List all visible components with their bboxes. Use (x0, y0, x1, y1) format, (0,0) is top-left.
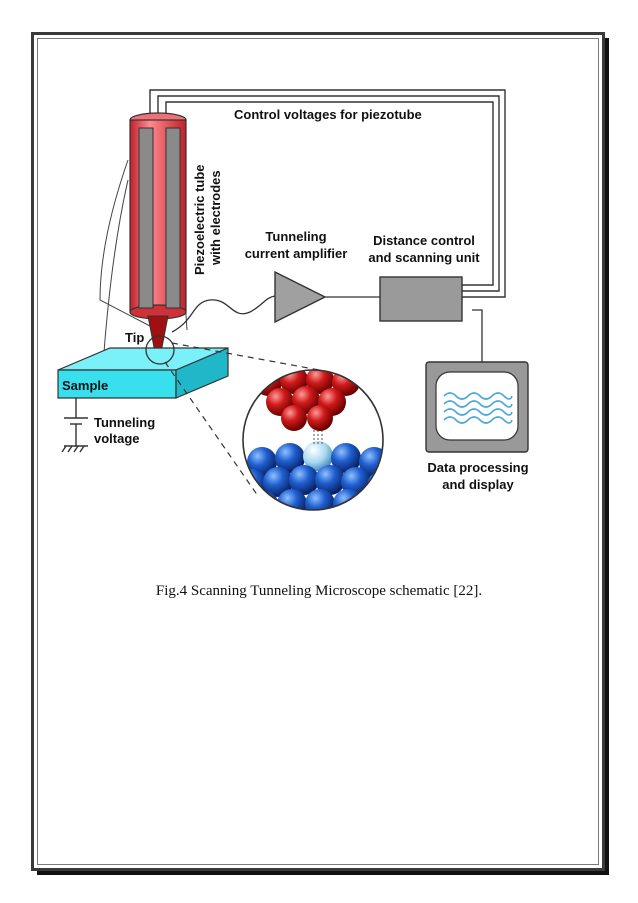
label-tip: Tip (125, 330, 144, 345)
svg-text:Piezoelectric tube: Piezoelectric tube (192, 164, 207, 275)
tunneling-gap (313, 426, 323, 444)
sample-slab (57, 347, 229, 399)
label-data-processing-line1: Data processing (427, 460, 528, 475)
label-piezo-tube: Piezoelectric tube with electrodes (192, 164, 223, 275)
label-distance-control-line2: and scanning unit (368, 250, 480, 265)
label-data-processing-line2: and display (442, 477, 514, 492)
label-amplifier-line1: Tunneling (265, 229, 326, 244)
electrode-left (138, 127, 154, 309)
control-to-display-wire (472, 309, 483, 362)
label-tunneling-voltage-line2: voltage (94, 431, 140, 446)
label-sample: Sample (62, 378, 108, 393)
page-border-outer (31, 32, 605, 871)
zoom-lines (164, 342, 331, 497)
sample-atoms (243, 441, 383, 510)
label-control-voltages: Control voltages for piezotube (234, 107, 422, 122)
svg-text:with electrodes: with electrodes (208, 170, 223, 266)
piezo-tube (129, 112, 187, 369)
figure-caption: Fig.4 Scanning Tunneling Microscope sche… (155, 583, 483, 599)
page-border-inner (37, 38, 599, 865)
tunneling-voltage-source (61, 398, 88, 453)
electrode-right (165, 127, 181, 309)
label-distance-control-line1: Distance control (373, 233, 475, 248)
tip-focus-circle (145, 335, 175, 365)
current-amplifier-triangle (274, 270, 327, 324)
stm-tip (147, 315, 169, 369)
atomic-zoom-view (242, 369, 384, 511)
label-tunneling-voltage-line1: Tunneling (94, 415, 155, 430)
distance-control-box (379, 276, 463, 322)
scan-waves (443, 392, 513, 424)
label-amplifier-line2: current amplifier (245, 246, 348, 261)
control-voltage-wires (149, 89, 506, 298)
page-border-shadow-bottom (37, 871, 609, 875)
page-border-shadow-right (605, 38, 609, 875)
tip-signal-wire (171, 295, 276, 333)
display-monitor (425, 361, 529, 453)
